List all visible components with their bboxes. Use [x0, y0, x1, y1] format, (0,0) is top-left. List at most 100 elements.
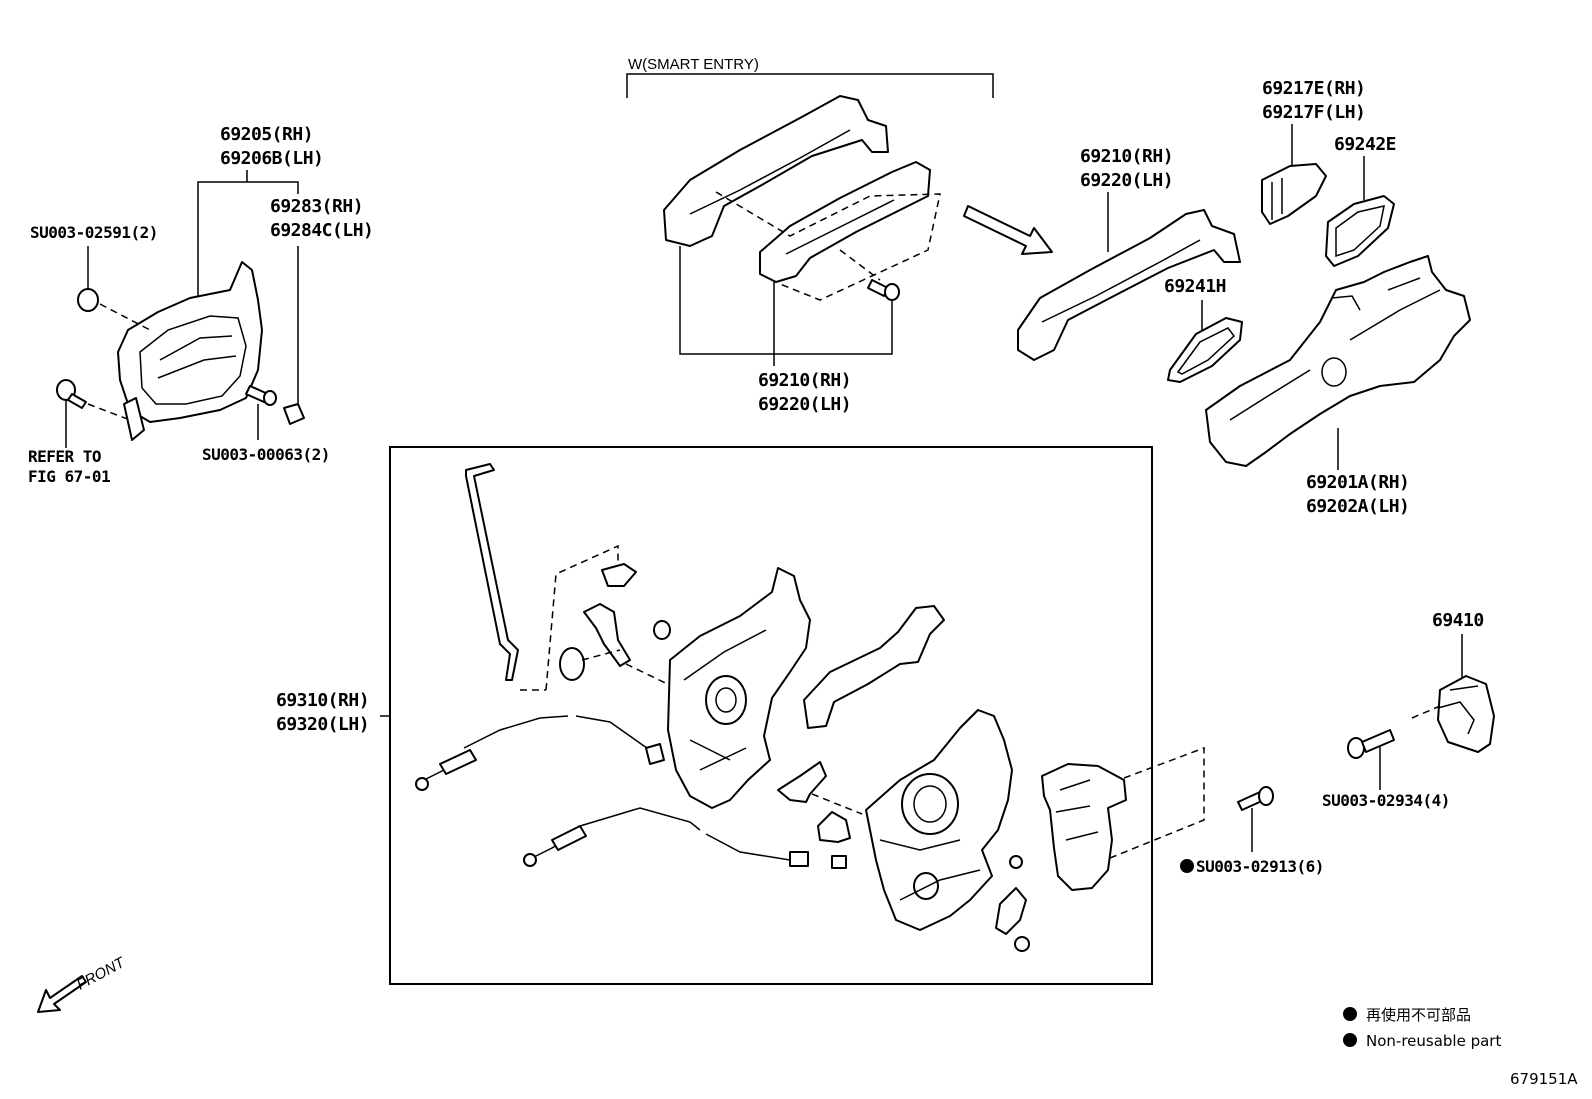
lock-rotor-upper [705, 675, 747, 725]
lock-assembly-frame [389, 446, 1153, 985]
leader-inner-handle [197, 181, 299, 300]
label-front: FRONT [74, 953, 129, 993]
lock-rotor-lower-inner [913, 785, 947, 823]
lock-rotor-small [913, 872, 939, 900]
label-refer-to-1: REFER TO [28, 447, 101, 466]
lock-lever [583, 603, 631, 667]
lock-screw-icon [1237, 786, 1274, 811]
frame-details [1331, 277, 1421, 311]
key-cylinder-cover [1261, 163, 1327, 225]
label-cap-lh: 69284C(LH) [270, 220, 373, 241]
dash-latch [1109, 746, 1205, 859]
label-inner-handle-rh: 69205(RH) [220, 124, 313, 145]
lock-inside-link [803, 605, 945, 729]
label-screw-02591: SU003-02591(2) [30, 223, 158, 242]
striker-details [1437, 685, 1479, 735]
door-latch [1041, 763, 1127, 891]
frame-ribs [1229, 289, 1441, 421]
direction-arrow-icon [963, 205, 1053, 255]
lock-body-upper-details [683, 629, 767, 771]
label-pad-69241h: 69241H [1164, 276, 1226, 297]
door-striker [1437, 675, 1495, 753]
label-striker: 69410 [1432, 610, 1484, 631]
figure-id: 679151A [1510, 1070, 1578, 1088]
label-cover-rh: 69217E(RH) [1262, 78, 1365, 99]
legend-en: Non-reusable part [1366, 1032, 1501, 1050]
lock-rotor-upper-inner [715, 687, 737, 713]
label-smart-entry: W(SMART ENTRY) [628, 56, 759, 73]
label-outer-handle-right-rh: 69210(RH) [1080, 146, 1173, 167]
legend-bullet-jp-icon [1343, 1007, 1357, 1021]
lock-lever-lower [995, 887, 1027, 935]
label-frame-rh: 69201A(RH) [1306, 472, 1409, 493]
dash-striker [1411, 705, 1441, 719]
handle-pad-69242e [1325, 195, 1395, 267]
front-arrow-icon [37, 975, 87, 1013]
label-refer-to-2: FIG 67-01 [28, 467, 110, 486]
outer-handle-edge [1041, 239, 1201, 323]
striker-screw-icon [1347, 729, 1395, 759]
dash-smart-screw [839, 249, 881, 281]
label-lock-lh: 69320(LH) [276, 714, 369, 735]
lock-bracket-left [777, 761, 827, 803]
inner-handle-recess [139, 315, 247, 405]
label-lock-rh: 69310(RH) [276, 690, 369, 711]
outer-door-handle [1017, 209, 1241, 361]
upper-handle-edge [689, 129, 851, 215]
label-screw-00063: SU003-00063(2) [202, 445, 330, 464]
lock-pin-lower [1014, 936, 1030, 952]
cover-ribs [1271, 178, 1283, 220]
dash-rod [545, 544, 619, 691]
bullet-nonreusable-icon [1180, 859, 1194, 873]
label-inner-handle-lh: 69206B(LH) [220, 148, 323, 169]
label-outer-handle-right-lh: 69220(LH) [1080, 170, 1173, 191]
label-screw-02934: SU003-02934(4) [1322, 791, 1450, 810]
inner-door-handle [117, 261, 263, 423]
label-cover-lh: 69217F(LH) [1262, 102, 1365, 123]
screw-icon [56, 379, 87, 409]
lock-rotor-lower [901, 773, 959, 835]
inner-handle-tab [123, 397, 145, 441]
lock-bushing [559, 647, 585, 681]
lock-cable-upper [415, 715, 665, 791]
bracket-smart-entry [626, 73, 994, 98]
handle-pad-69241h [1167, 317, 1243, 383]
dash-smart-handles [715, 191, 941, 301]
outer-handle-smart-lower [759, 161, 931, 283]
door-lock-assembly: 69310(RH) 69320(LH) [276, 446, 1205, 985]
lock-clip-upper [601, 563, 637, 587]
inner-handle-lever [157, 335, 237, 379]
pad-69241h-inner [1176, 327, 1236, 375]
label-outer-handle-bottom-lh: 69220(LH) [758, 394, 851, 415]
lock-body-lower-details [879, 839, 981, 901]
grommet-icon [77, 288, 99, 312]
legend-bullet-en-icon [1343, 1033, 1357, 1047]
inner-handle-group: 69205(RH) 69206B(LH) 69283(RH) 69284C(LH… [28, 124, 374, 486]
striker-group: 69410 SU003-02934(4) [1322, 610, 1495, 810]
lock-pin-mid [1009, 855, 1023, 869]
smart-entry-group: W(SMART ENTRY) 69210(RH) 69220(LH) [626, 56, 994, 415]
small-screw-icon [245, 385, 277, 406]
frame-hole [1321, 357, 1347, 387]
lock-rod [465, 463, 519, 681]
label-outer-handle-bottom-rh: 69210(RH) [758, 370, 851, 391]
label-screw-02913: SU003-02913(6) [1196, 857, 1324, 876]
label-frame-lh: 69202A(LH) [1306, 496, 1409, 517]
pad-69242e-inner [1335, 205, 1385, 258]
lock-bracket-small [817, 811, 851, 843]
legend-jp: 再使用不可部品 [1366, 1006, 1471, 1024]
leader-smart-bottom [679, 246, 893, 355]
lower-handle-edge [785, 199, 895, 255]
dash-bracket [811, 793, 863, 815]
label-cap-rh: 69283(RH) [270, 196, 363, 217]
dash-bushing [581, 649, 621, 661]
handle-cap [283, 403, 305, 425]
dash-screw-bottom [87, 403, 131, 421]
outer-handle-group: 69210(RH) 69220(LH) 69241H 69217E(RH) 69… [1017, 78, 1471, 517]
lock-cable-lower [523, 807, 847, 869]
label-pad-69242e: 69242E [1334, 134, 1396, 155]
lock-clip-pin [653, 620, 671, 640]
dash-grommet [99, 303, 151, 331]
smart-screw-icon [867, 279, 900, 301]
